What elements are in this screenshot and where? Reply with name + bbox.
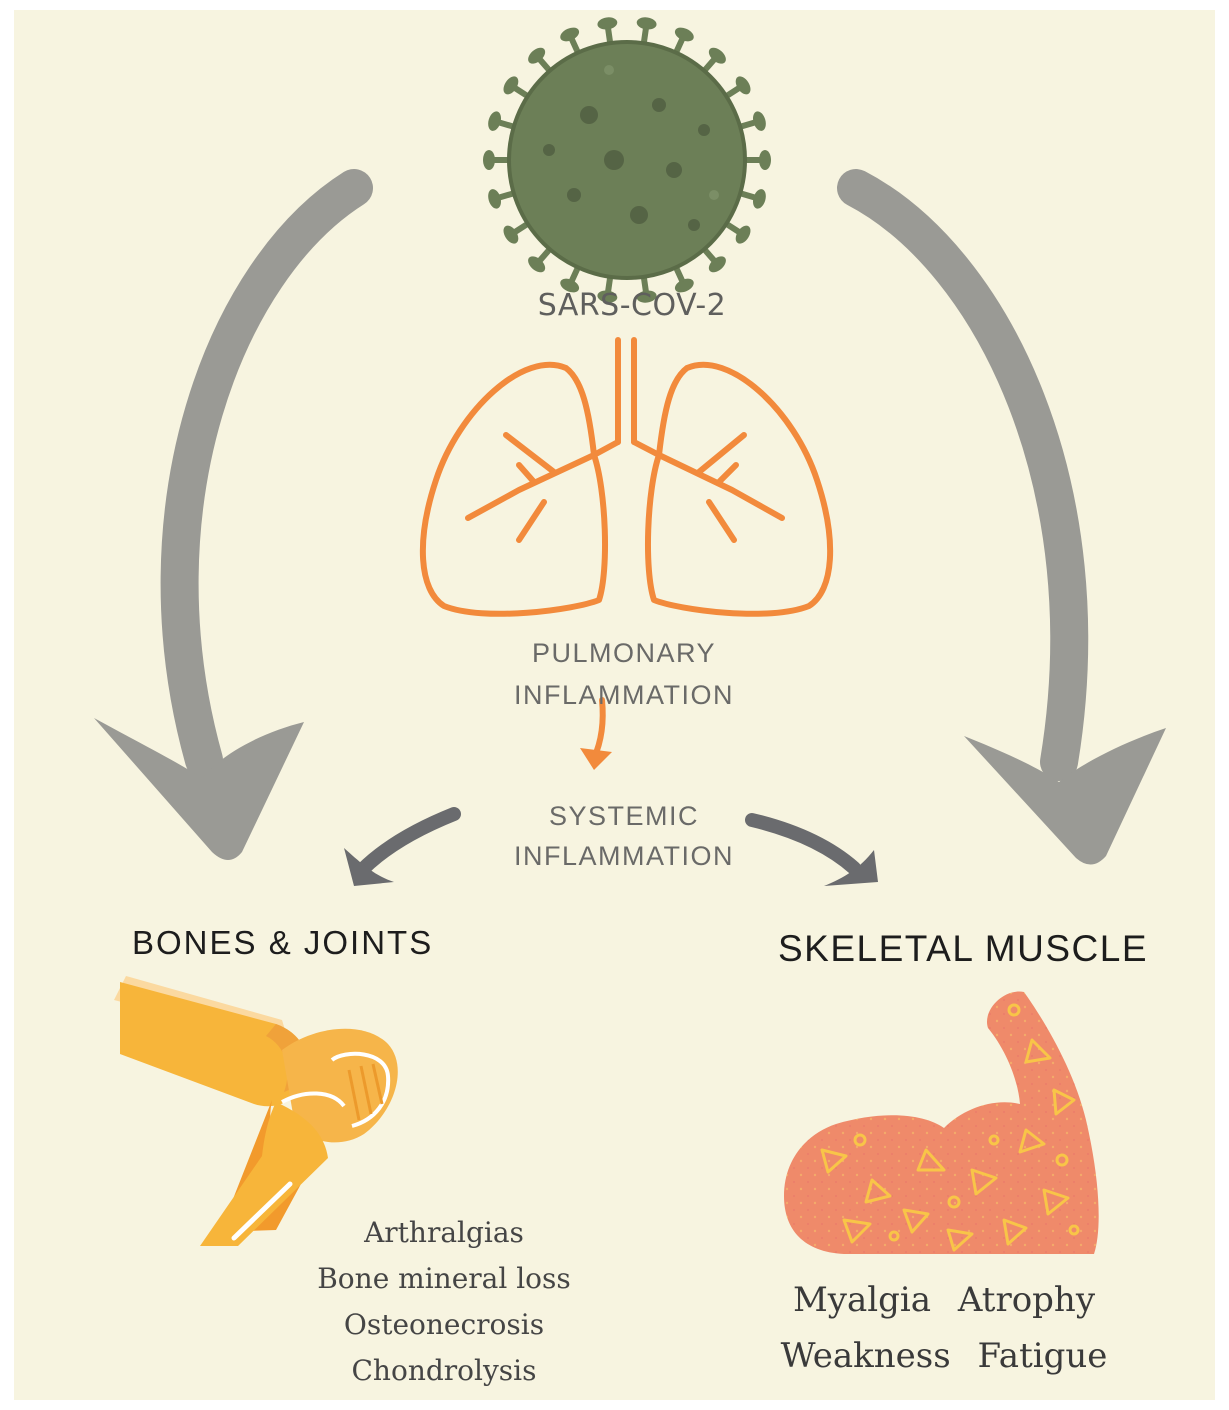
virus-icon — [483, 16, 771, 304]
systemic-inflammation-caption: SYSTEMIC INFLAMMATION — [454, 796, 794, 876]
caption-line: PULMONARY — [454, 632, 794, 674]
muscle-effects-row-2: Weakness Fatigue — [754, 1336, 1134, 1376]
big-arrow-left — [94, 188, 354, 860]
caption-line: INFLAMMATION — [454, 674, 794, 716]
diagram-panel: SARS-COV-2 PULMONARY INFLAMMATION SYSTEM… — [14, 10, 1215, 1400]
skeletal-muscle-heading: SKELETAL MUSCLE — [778, 928, 1148, 970]
muscle-effect-item: Myalgia — [793, 1280, 931, 1320]
bones-effect-item: Chondrolysis — [284, 1348, 604, 1394]
bones-effect-item: Osteonecrosis — [284, 1302, 604, 1348]
virus-label: SARS-COV-2 — [502, 288, 762, 323]
knee-joint-icon — [114, 976, 398, 1246]
pulmonary-inflammation-caption: PULMONARY INFLAMMATION — [454, 632, 794, 716]
muscle-effect-item: Atrophy — [958, 1280, 1095, 1320]
muscle-effect-item: Weakness — [781, 1336, 951, 1376]
muscle-effect-item: Fatigue — [978, 1336, 1108, 1376]
caption-line: INFLAMMATION — [454, 836, 794, 876]
flexed-arm-icon — [784, 992, 1099, 1254]
big-arrow-right — [856, 188, 1166, 865]
muscle-effects-row-1: Myalgia Atrophy — [754, 1280, 1134, 1320]
bones-effect-item: Bone mineral loss — [284, 1256, 604, 1302]
bones-effect-item: Arthralgias — [284, 1210, 604, 1256]
bones-joints-heading: BONES & JOINTS — [132, 924, 433, 962]
systemic-arrow-left — [344, 814, 454, 886]
bones-effects-list: Arthralgias Bone mineral loss Osteonecro… — [284, 1210, 604, 1394]
lungs-icon — [423, 340, 830, 614]
caption-line: SYSTEMIC — [454, 796, 794, 836]
